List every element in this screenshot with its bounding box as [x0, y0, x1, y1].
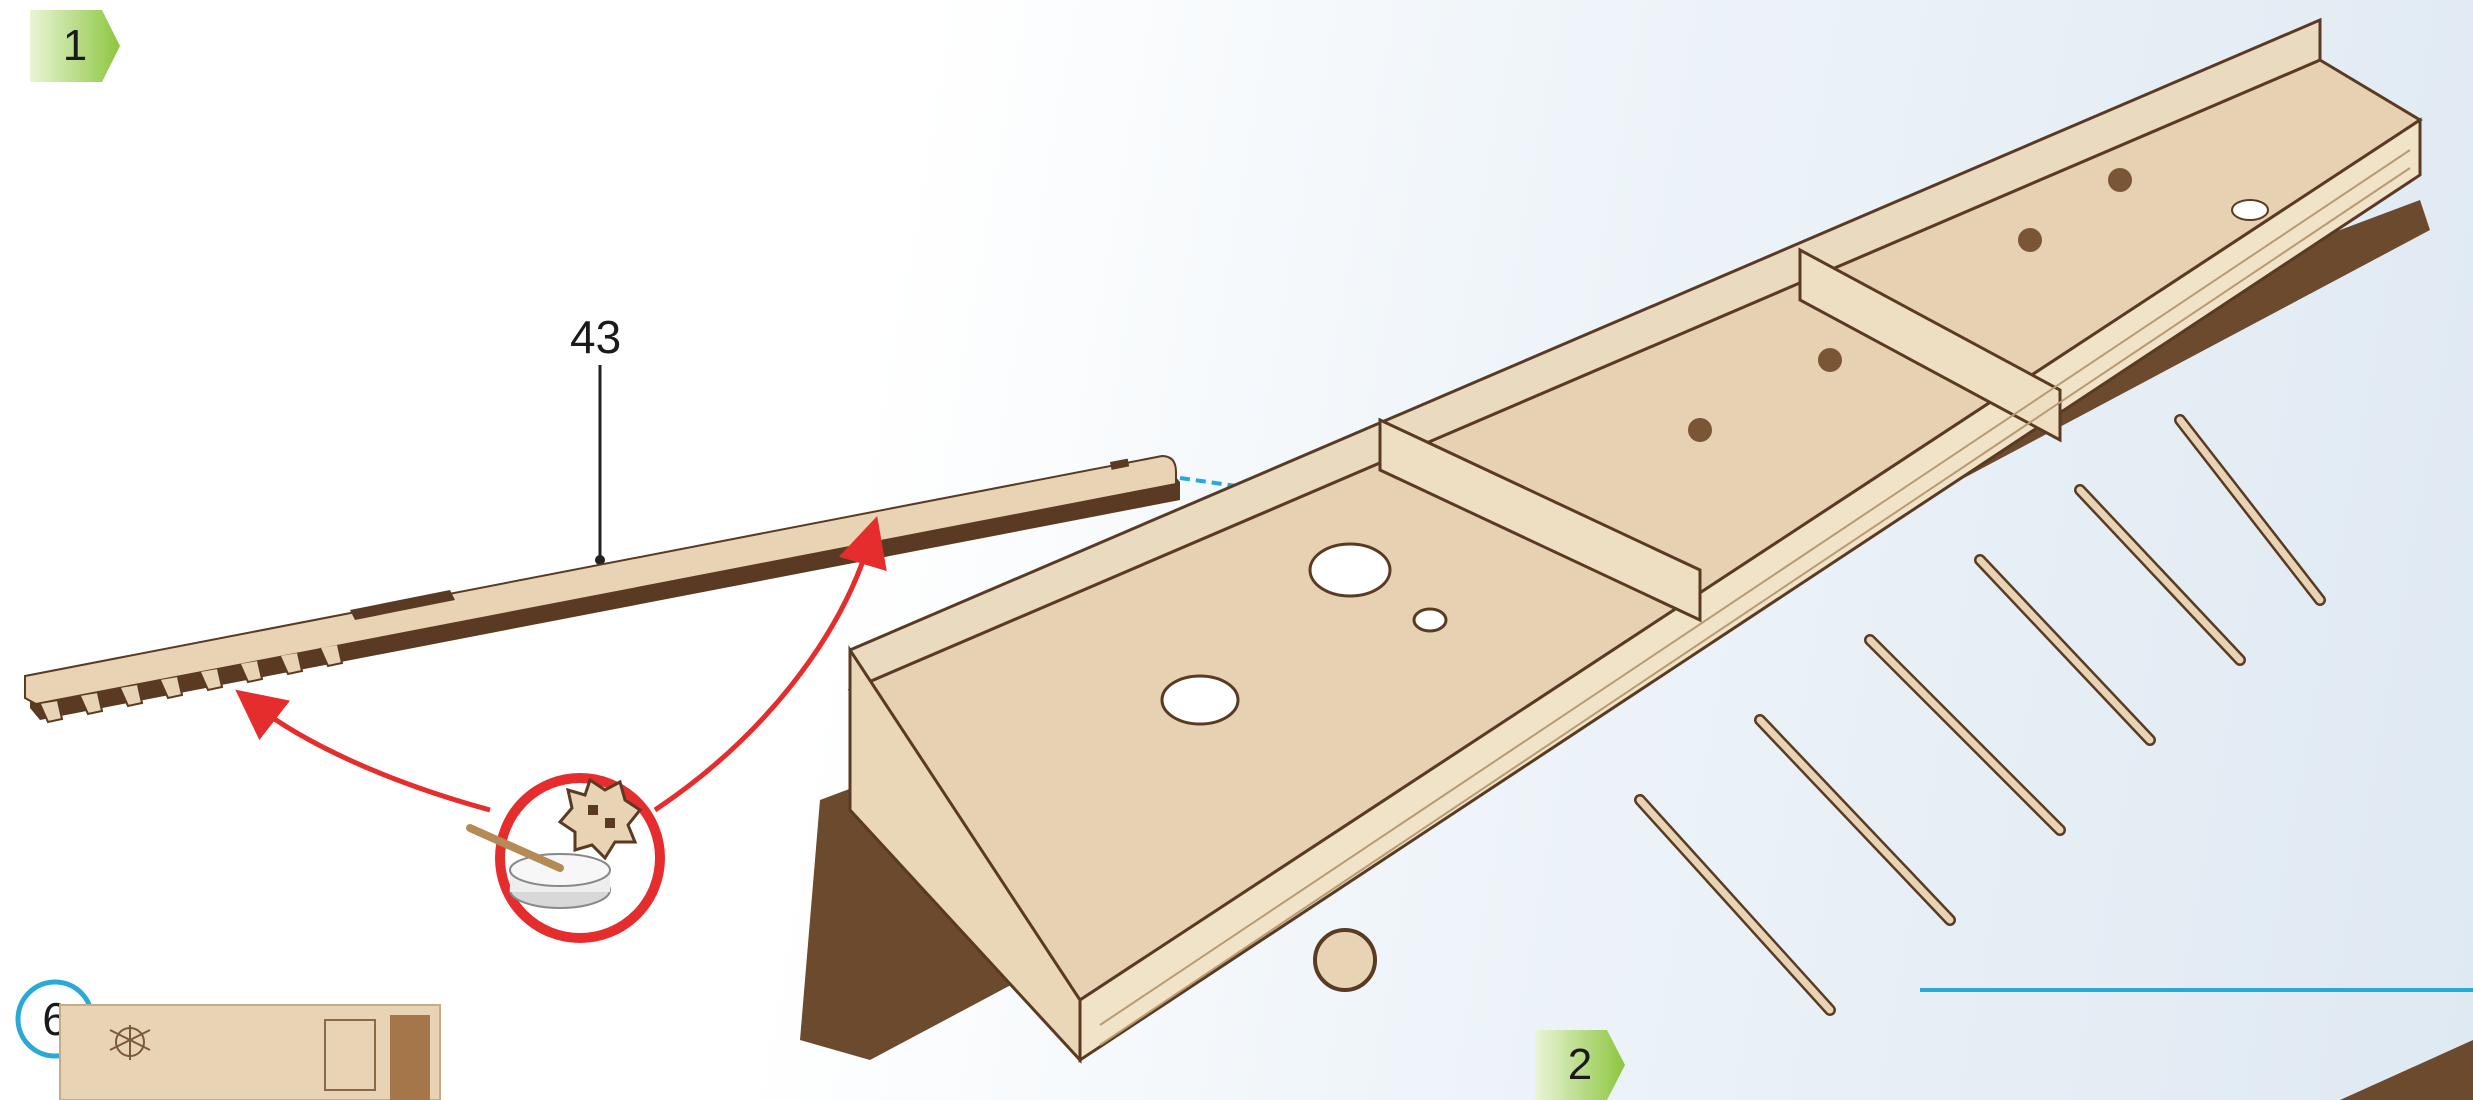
- hull-base-assembly: [800, 20, 2430, 1060]
- next-step-piece: [2340, 1040, 2473, 1100]
- glue-arrow-left: [255, 705, 490, 810]
- front-gear: [1315, 930, 1375, 990]
- inset-thumbnail: [60, 1005, 440, 1100]
- glue-callout: [470, 778, 660, 938]
